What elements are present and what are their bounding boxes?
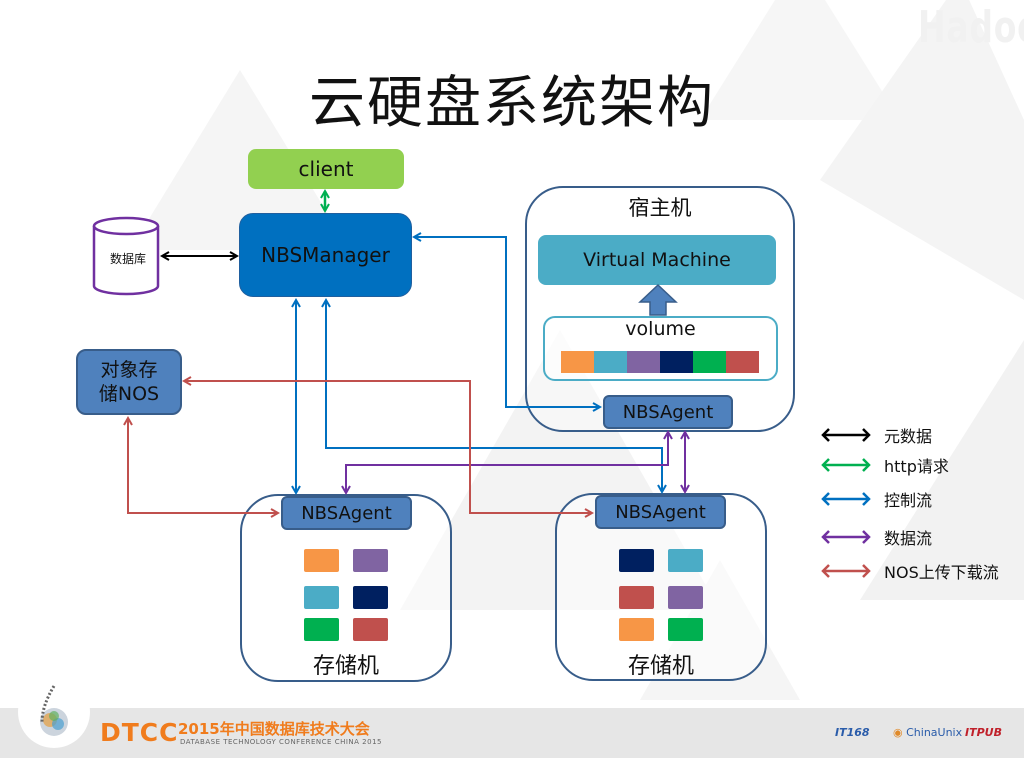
storage1-block-orange xyxy=(304,549,339,572)
storage-machine-2-label: 存储机 xyxy=(627,654,694,679)
conference-logo-icon xyxy=(40,685,68,736)
legend-label: http请求 xyxy=(884,457,949,476)
storage1-block-red xyxy=(353,618,388,641)
storage-machine-1-label: 存储机 xyxy=(312,654,379,679)
legend-item: 控制流 xyxy=(820,487,932,511)
nos-label-line2: 储NOS xyxy=(98,383,160,405)
database-cylinder xyxy=(92,216,160,296)
storage1-block-navy xyxy=(353,586,388,609)
legend-label: 控制流 xyxy=(884,491,933,510)
watermark-text: Hadoop xyxy=(918,2,1024,53)
storage2-block-green xyxy=(668,618,703,641)
storage2-block-purple xyxy=(668,586,703,609)
volume-block-green xyxy=(693,351,726,373)
sponsor-chinaunix-label: ChinaUnix xyxy=(906,726,963,739)
conference-name-cn: 2015年中国数据库技术大会 xyxy=(178,720,370,738)
dtcc-logo: DTCC xyxy=(100,718,179,747)
client-node: client xyxy=(248,149,404,189)
nbs-agent-storage-1: NBSAgent xyxy=(281,496,412,530)
nbs-agent-host: NBSAgent xyxy=(603,395,733,429)
storage1-block-teal xyxy=(304,586,339,609)
volume-block-navy xyxy=(660,351,693,373)
double-arrow-icon xyxy=(821,492,871,506)
double-arrow-icon xyxy=(821,428,871,442)
host-machine-label: 宿主机 xyxy=(628,196,692,220)
storage1-block-green xyxy=(304,618,339,641)
nbs-manager-node: NBSManager xyxy=(239,213,412,297)
data-arrow-hostagent-agent1 xyxy=(346,432,668,493)
conference-name-en: DATABASE TECHNOLOGY CONFERENCE CHINA 201… xyxy=(180,738,382,746)
object-storage-nos-node: 对象存 储NOS xyxy=(76,349,182,415)
nos-arrow-nos-agent1 xyxy=(128,418,278,513)
storage2-block-orange xyxy=(619,618,654,641)
legend-label: 元数据 xyxy=(884,427,933,446)
storage-machine-1 xyxy=(240,494,452,682)
slide-title: 云硬盘系统架构 xyxy=(309,71,715,136)
legend-label: NOS上传下载流 xyxy=(884,563,999,582)
storage1-block-purple xyxy=(353,549,388,572)
double-arrow-icon xyxy=(821,564,871,578)
legend-item: 数据流 xyxy=(820,525,932,549)
volume-to-vm-arrow xyxy=(638,283,678,316)
legend-item: http请求 xyxy=(820,453,949,477)
nos-arrow-nos-agent2 xyxy=(184,381,592,513)
database-label: 数据库 xyxy=(109,252,146,266)
conference-logo-circle xyxy=(18,676,90,748)
double-arrow-icon xyxy=(821,530,871,544)
footer-band xyxy=(0,708,1024,758)
legend-label: 数据流 xyxy=(884,529,933,548)
volume-block-red xyxy=(726,351,759,373)
sponsor-chinaunix-logo: ◉ ChinaUnix xyxy=(893,726,962,739)
chinaunix-icon: ◉ xyxy=(893,726,903,739)
storage2-block-red xyxy=(619,586,654,609)
legend-item: 元数据 xyxy=(820,423,932,447)
sponsor-it168-logo: IT168 xyxy=(835,726,870,739)
storage2-block-teal xyxy=(668,549,703,572)
legend-item: NOS上传下载流 xyxy=(820,559,999,583)
sponsor-itpub-logo: ITPUB xyxy=(965,726,1002,739)
storage2-block-navy xyxy=(619,549,654,572)
double-arrow-icon xyxy=(821,458,871,472)
nbs-agent-storage-2: NBSAgent xyxy=(595,495,726,529)
nos-label-line1: 对象存 xyxy=(100,359,158,381)
